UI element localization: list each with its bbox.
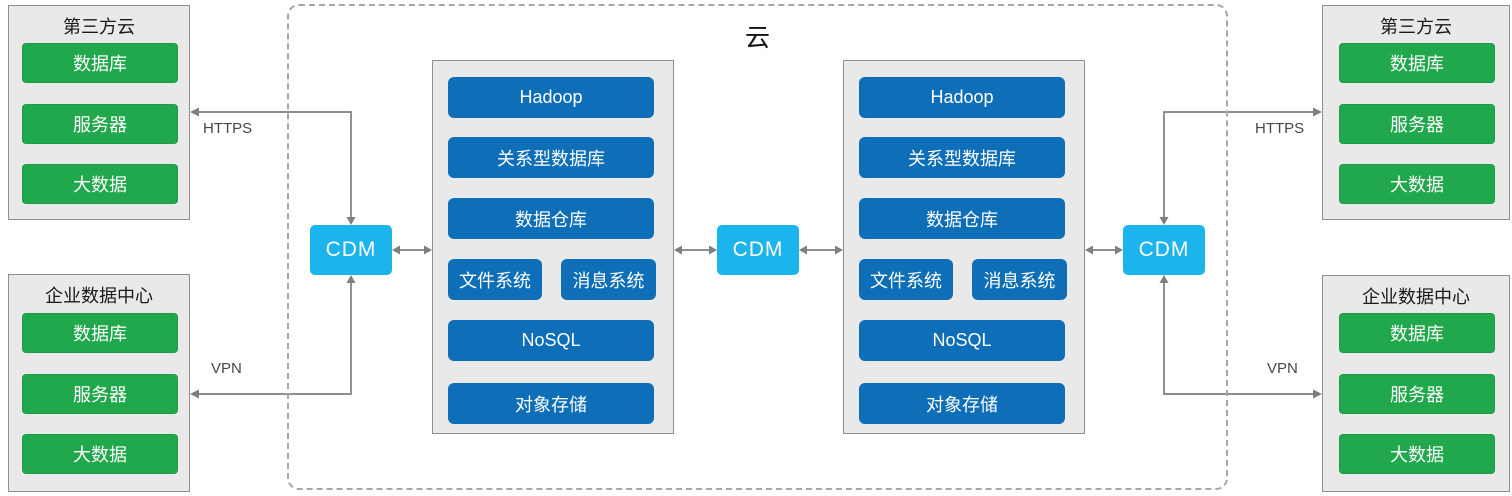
- enterprise-dc-box-bottom-left: 企业数据中心 数据库 服务器 大数据: [8, 274, 190, 492]
- item-big-data: 大数据: [22, 434, 178, 474]
- stack-item-data-warehouse: 数据仓库: [448, 198, 654, 239]
- item-big-data: 大数据: [1339, 434, 1495, 474]
- third-party-cloud-title: 第三方云: [63, 17, 135, 37]
- item-server: 服务器: [22, 374, 178, 414]
- third-party-cloud-box-top-left: 第三方云 数据库 服务器 大数据: [8, 5, 190, 220]
- item-database: 数据库: [1339, 313, 1495, 353]
- stack-item-message-system: 消息系统: [561, 259, 656, 300]
- third-party-cloud-title: 第三方云: [1380, 17, 1452, 37]
- item-big-data: 大数据: [1339, 164, 1495, 204]
- service-stack-right: Hadoop 关系型数据库 数据仓库 文件系统 消息系统 NoSQL 对象存储: [843, 60, 1085, 434]
- cdm-node-center: CDM: [717, 225, 799, 275]
- enterprise-dc-title: 企业数据中心: [45, 286, 153, 306]
- item-server: 服务器: [1339, 374, 1495, 414]
- https-label-right: HTTPS: [1255, 120, 1305, 137]
- item-database: 数据库: [22, 313, 178, 353]
- item-database: 数据库: [22, 43, 178, 83]
- stack-item-file-system: 文件系统: [859, 259, 953, 300]
- service-stack-left: Hadoop 关系型数据库 数据仓库 文件系统 消息系统 NoSQL 对象存储: [432, 60, 674, 434]
- stack-item-data-warehouse: 数据仓库: [859, 198, 1065, 239]
- item-server: 服务器: [1339, 104, 1495, 144]
- enterprise-dc-title: 企业数据中心: [1362, 287, 1470, 307]
- enterprise-dc-box-bottom-right: 企业数据中心 数据库 服务器 大数据: [1322, 275, 1510, 492]
- vpn-label-right: VPN: [1267, 360, 1298, 377]
- item-database: 数据库: [1339, 43, 1495, 83]
- vpn-label-left: VPN: [211, 360, 242, 377]
- cloud-region-title: 云: [744, 24, 770, 52]
- stack-item-relational-db: 关系型数据库: [859, 137, 1065, 178]
- item-server: 服务器: [22, 104, 178, 144]
- third-party-cloud-box-top-right: 第三方云 数据库 服务器 大数据: [1322, 5, 1510, 220]
- cdm-node-right: CDM: [1123, 225, 1205, 275]
- stack-item-relational-db: 关系型数据库: [448, 137, 654, 178]
- stack-item-nosql: NoSQL: [448, 320, 654, 361]
- stack-item-nosql: NoSQL: [859, 320, 1065, 361]
- stack-item-file-system: 文件系统: [448, 259, 542, 300]
- stack-item-message-system: 消息系统: [972, 259, 1067, 300]
- https-label-left: HTTPS: [203, 120, 253, 137]
- cloud-region: 云: [287, 4, 1228, 490]
- stack-item-hadoop: Hadoop: [859, 77, 1065, 118]
- stack-item-object-storage: 对象存储: [859, 383, 1065, 424]
- cdm-node-left: CDM: [310, 225, 392, 275]
- stack-item-object-storage: 对象存储: [448, 383, 654, 424]
- item-big-data: 大数据: [22, 164, 178, 204]
- stack-item-hadoop: Hadoop: [448, 77, 654, 118]
